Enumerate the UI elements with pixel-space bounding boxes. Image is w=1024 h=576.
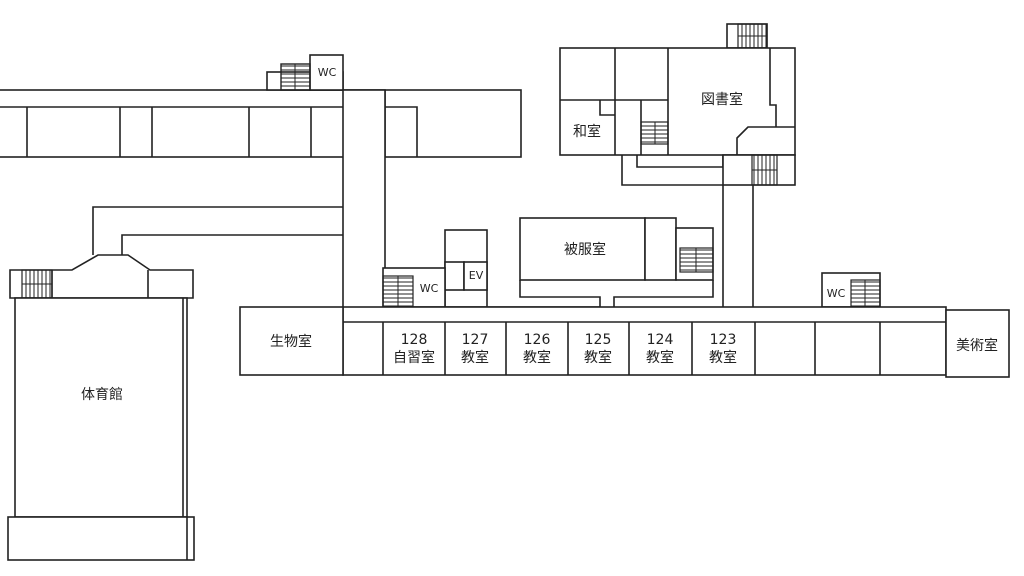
ev-label: EV bbox=[469, 269, 484, 282]
classroom-name: 教室 bbox=[461, 349, 489, 366]
corridor-vertical bbox=[342, 89, 386, 323]
wc-right-block: WC bbox=[821, 272, 881, 308]
classroom-name: 教室 bbox=[523, 349, 551, 366]
gym-label: 体育館 bbox=[81, 386, 123, 403]
sewing-room: 被服室 bbox=[487, 217, 714, 308]
corridor-gym bbox=[92, 206, 343, 255]
biology-room-label: 生物室 bbox=[270, 333, 312, 350]
wc-label: WC bbox=[420, 282, 439, 295]
classroom-number: 128 bbox=[401, 332, 428, 348]
classroom-name: 教室 bbox=[584, 349, 612, 366]
north-west-wing bbox=[0, 89, 522, 158]
art-room-label: 美術室 bbox=[956, 337, 998, 354]
japanese-room-label: 和室 bbox=[573, 123, 601, 140]
sewing-room-label: 被服室 bbox=[564, 241, 606, 258]
classroom-number: 125 bbox=[585, 332, 612, 348]
library-building: 図書室 和室 bbox=[559, 23, 796, 186]
wc-label: WC bbox=[827, 287, 846, 300]
classroom-wing: 生物室 美術室 128 自習室 127 教室 126 教室 125 教室 124… bbox=[239, 306, 1010, 378]
classroom-number: 126 bbox=[524, 332, 551, 348]
gym: 体育館 bbox=[7, 254, 195, 561]
classroom-name: 自習室 bbox=[393, 349, 435, 366]
library-label: 図書室 bbox=[701, 91, 743, 108]
wc-ev-block: EV WC bbox=[382, 229, 488, 308]
classroom-number: 124 bbox=[647, 332, 674, 348]
classroom-number: 123 bbox=[710, 332, 737, 348]
classroom-name: 教室 bbox=[646, 349, 674, 366]
classroom-number: 127 bbox=[462, 332, 489, 348]
classroom-name: 教室 bbox=[709, 349, 737, 366]
wc-label: WC bbox=[318, 66, 337, 79]
wc-top-block: WC bbox=[266, 54, 344, 91]
